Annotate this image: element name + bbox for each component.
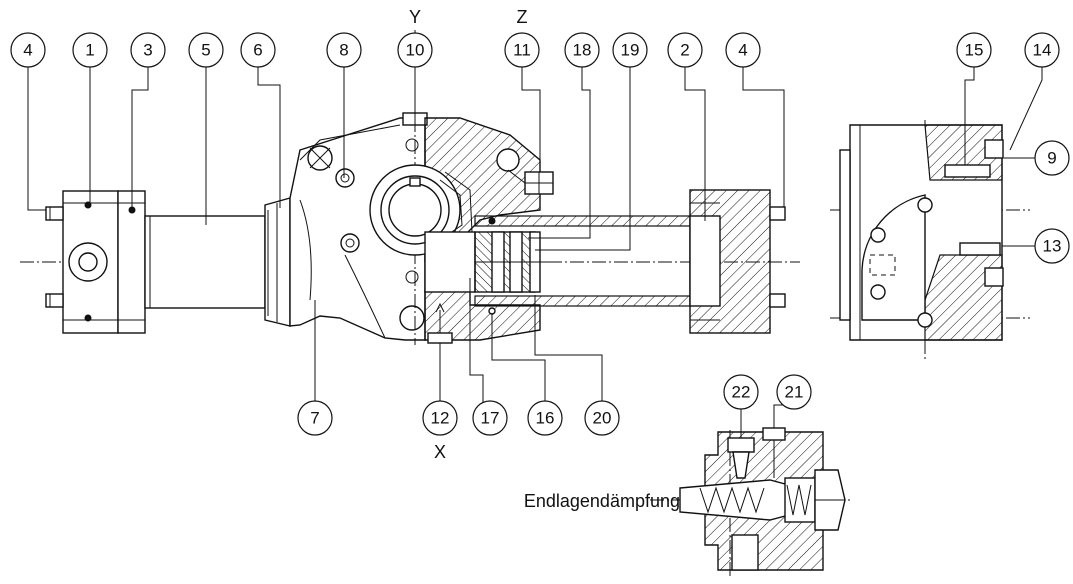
callout-17: 17 — [472, 400, 508, 436]
callout-number: 17 — [481, 409, 500, 428]
callout-circle — [72, 32, 108, 68]
callout-circle — [397, 32, 433, 68]
callout-circle — [297, 400, 333, 436]
section-label-z: Z — [517, 7, 528, 27]
callout-number: 1 — [85, 41, 94, 60]
callout-number: 5 — [201, 41, 210, 60]
callout-19: 19 — [612, 32, 648, 68]
callout-5: 5 — [188, 32, 224, 68]
callout-number: 19 — [621, 41, 640, 60]
callout-number: 6 — [253, 41, 262, 60]
callout-number: 22 — [732, 383, 751, 402]
callout-14: 14 — [1024, 32, 1060, 68]
callout-4-right: 4 — [725, 32, 761, 68]
callout-10: 10 — [397, 32, 433, 68]
callout-number: 12 — [431, 409, 450, 428]
section-label-y: Y — [409, 7, 421, 27]
callout-circle — [130, 32, 166, 68]
callout-number: 21 — [785, 383, 804, 402]
callout-circle — [956, 32, 992, 68]
callout-8: 8 — [326, 32, 362, 68]
callout-number: 13 — [1043, 237, 1062, 256]
callout-circle — [1034, 228, 1070, 264]
callouts: 4 1 3 5 6 8 10 11 18 19 2 4 15 14 9 13 7… — [10, 32, 1070, 436]
callout-circle — [240, 32, 276, 68]
callout-circle — [326, 32, 362, 68]
callout-1: 1 — [72, 32, 108, 68]
callout-6: 6 — [240, 32, 276, 68]
callout-number: 9 — [1047, 149, 1056, 168]
callout-3: 3 — [130, 32, 166, 68]
callout-circle — [667, 32, 703, 68]
callout-number: 14 — [1033, 41, 1052, 60]
damping-caption: Endlagendämpfung — [524, 491, 680, 511]
leader-lines — [27, 67, 1043, 438]
callout-4-left: 4 — [10, 32, 46, 68]
callout-circle — [527, 400, 563, 436]
callout-2: 2 — [667, 32, 703, 68]
callout-9: 9 — [1034, 140, 1070, 176]
section-label-x: X — [434, 442, 446, 462]
callout-13: 13 — [1034, 228, 1070, 264]
callout-circle — [723, 374, 759, 410]
callout-number: 16 — [536, 409, 555, 428]
callout-circle — [472, 400, 508, 436]
callout-number: 10 — [406, 41, 425, 60]
callout-number: 7 — [310, 409, 319, 428]
callout-number: 4 — [23, 41, 32, 60]
callout-circle — [188, 32, 224, 68]
callout-circle — [10, 32, 46, 68]
callout-circle — [422, 400, 458, 436]
callout-16: 16 — [527, 400, 563, 436]
callout-15: 15 — [956, 32, 992, 68]
callout-number: 18 — [573, 41, 592, 60]
callout-number: 15 — [965, 41, 984, 60]
callout-circle — [1024, 32, 1060, 68]
callout-circle — [612, 32, 648, 68]
callout-18: 18 — [564, 32, 600, 68]
callout-number: 11 — [513, 41, 531, 60]
callout-22: 22 — [723, 374, 759, 410]
callout-7: 7 — [297, 400, 333, 436]
callout-circle — [725, 32, 761, 68]
main-side-view — [20, 30, 800, 345]
callout-circle — [564, 32, 600, 68]
callout-circle — [584, 400, 620, 436]
callout-circle — [776, 374, 812, 410]
callout-21: 21 — [776, 374, 812, 410]
callout-20: 20 — [584, 400, 620, 436]
callout-number: 2 — [680, 41, 689, 60]
callout-number: 20 — [593, 409, 612, 428]
callout-12: 12 — [422, 400, 458, 436]
callout-number: 4 — [738, 41, 747, 60]
callout-number: 8 — [339, 41, 348, 60]
callout-number: 3 — [143, 41, 152, 60]
callout-circle — [1034, 140, 1070, 176]
callout-circle — [504, 32, 540, 68]
damping-detail — [650, 427, 850, 579]
end-view — [830, 120, 1030, 360]
callout-11: 11 — [504, 32, 540, 68]
